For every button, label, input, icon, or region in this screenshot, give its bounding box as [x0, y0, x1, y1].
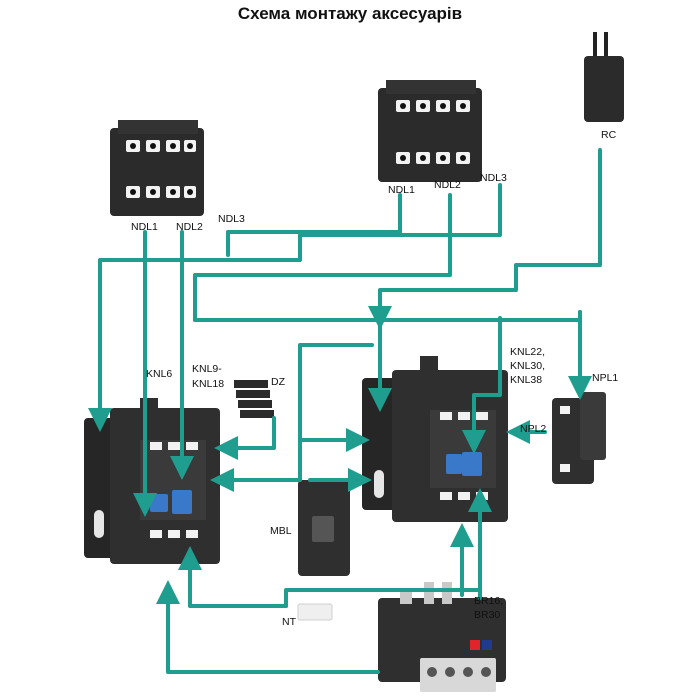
contactor-left [84, 398, 220, 564]
rc-suppressor [584, 32, 624, 122]
label-ndl1-right: NDL1 [388, 184, 415, 196]
label-nt: NT [282, 616, 297, 628]
label-br-line1: BR16, [474, 595, 503, 607]
label-rc: RC [601, 129, 617, 141]
contactor-right [362, 356, 508, 522]
connector-arrows [88, 148, 602, 674]
label-knl22-line3: KNL38 [510, 374, 542, 386]
mbl-interlock [298, 480, 350, 576]
label-ndl1-left: NDL1 [131, 221, 158, 233]
label-mbl: MBL [270, 525, 292, 537]
npl-timer-block [552, 392, 606, 484]
label-knl22-line1: KNL22, [510, 346, 545, 358]
nt-terminal-cover [297, 603, 333, 621]
label-ndl3-right: NDL3 [480, 172, 507, 184]
label-knl9-line1: KNL9- [192, 363, 222, 375]
aux-contact-block-right [378, 80, 482, 182]
label-ndl2-right: NDL2 [434, 179, 461, 191]
dz-jumper [234, 380, 274, 418]
label-knl9-line2: KNL18 [192, 378, 224, 390]
label-knl22-line2: KNL30, [510, 360, 545, 372]
label-dz: DZ [271, 376, 286, 388]
label-br-line2: BR30 [474, 609, 500, 621]
aux-contact-block-left [110, 120, 204, 216]
label-ndl3-left: NDL3 [218, 213, 245, 225]
label-ndl2-left: NDL2 [176, 221, 203, 233]
label-knl6: KNL6 [146, 368, 172, 380]
label-npl1: NPL1 [592, 372, 618, 384]
label-npl2: NPL2 [520, 423, 546, 435]
diagram-title: Схема монтажу аксесуарів [237, 4, 463, 23]
